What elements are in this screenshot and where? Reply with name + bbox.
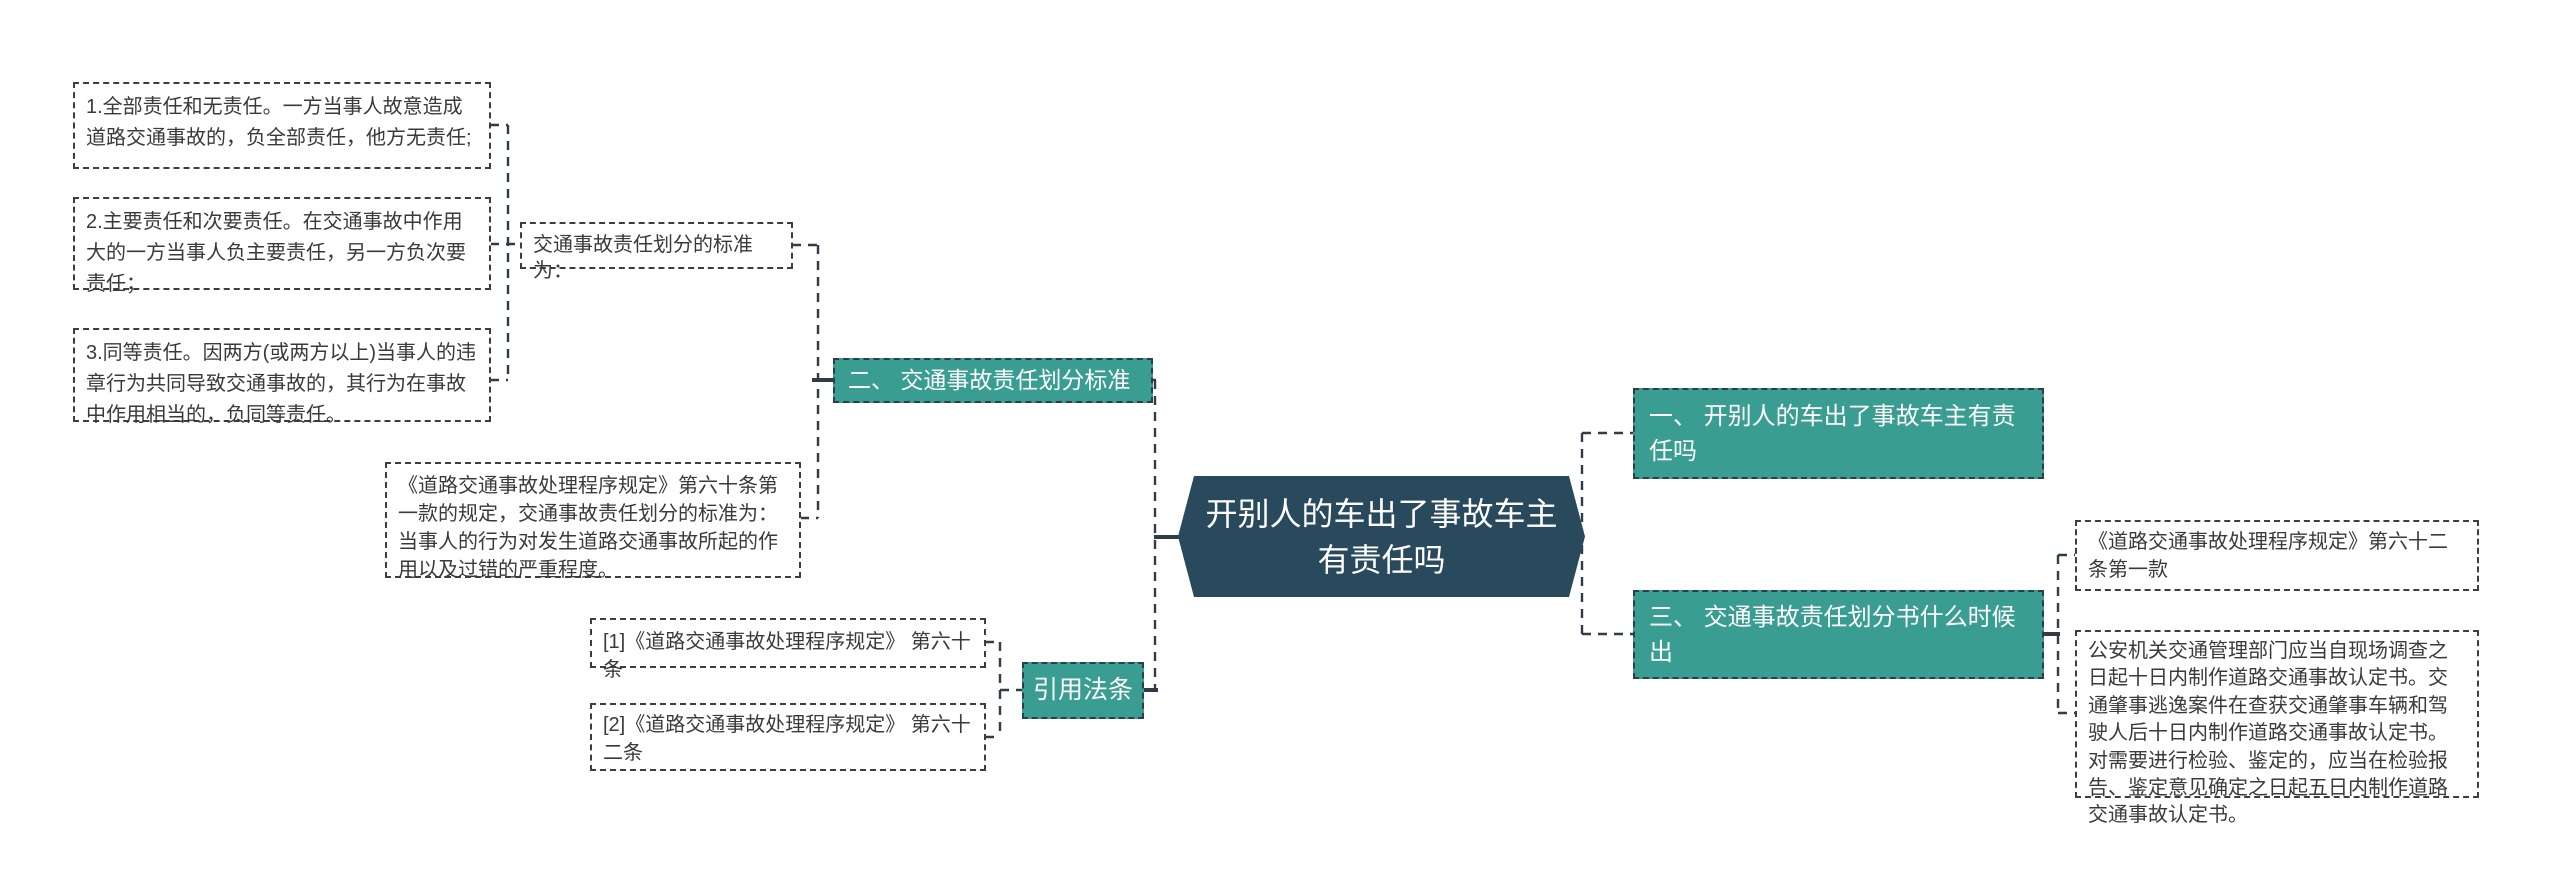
clause-title-box[interactable]: 《道路交通事故处理程序规定》第六十二条第一款: [2075, 520, 2479, 591]
branch-node-1[interactable]: 一、 开别人的车出了事故车主有责任吗: [1633, 388, 2044, 479]
clause-content-box[interactable]: 公安机关交通管理部门应当自现场调查之日起十日内制作道路交通事故认定书。交通肇事逃…: [2075, 630, 2479, 826]
branch-node-2[interactable]: 二、 交通事故责任划分标准: [833, 358, 1153, 403]
citations-node[interactable]: 引用法条: [1022, 662, 1144, 719]
liability-item-box-2[interactable]: 2.主要责任和次要责任。在交通事故中作用大的一方当事人负主要责任，另一方负次要责…: [73, 197, 491, 295]
branch-node-3[interactable]: 三、 交通事故责任划分书什么时候出: [1633, 590, 2044, 679]
standard-intro-box[interactable]: 交通事故责任划分的标准为：: [520, 222, 793, 282]
regulation-detail-box[interactable]: 《道路交通事故处理程序规定》第六十条第一款的规定，交通事故责任划分的标准为：当事…: [385, 462, 801, 581]
liability-item-box-3[interactable]: 3.同等责任。因两方(或两方以上)当事人的违章行为共同导致交通事故的，其行为在事…: [73, 328, 491, 426]
liability-item-box-1[interactable]: 1.全部责任和无责任。一方当事人故意造成道路交通事故的，负全部责任，他方无责任;: [73, 82, 491, 169]
citation-item-box-2[interactable]: [2]《道路交通事故处理程序规定》 第六十二条: [590, 703, 986, 771]
citation-item-box-1[interactable]: [1]《道路交通事故处理程序规定》 第六十条: [590, 618, 986, 681]
central-topic-node[interactable]: 开别人的车出了事故车主有责任吗: [1178, 476, 1585, 597]
